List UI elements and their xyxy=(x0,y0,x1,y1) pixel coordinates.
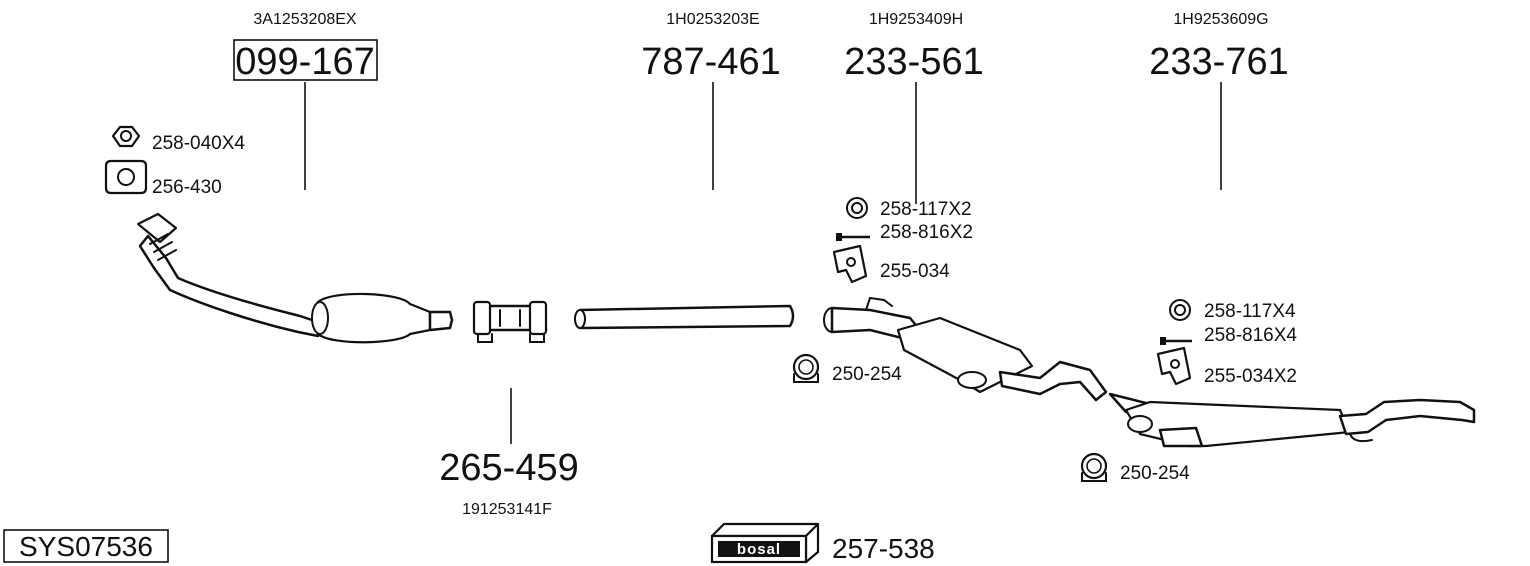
rear-silencer-part-number[interactable]: 233-761 xyxy=(1149,41,1288,83)
rear-silencer-group: 1H9253609G 233-761 258-117X4 258-816X4 2… xyxy=(1080,11,1476,484)
cat-nut-label[interactable]: 258-040X4 xyxy=(152,133,245,154)
front-hanger-label[interactable]: 255-034 xyxy=(880,261,950,282)
bosal-box-icon: bosal xyxy=(710,522,820,564)
system-code-group: SYS07536 xyxy=(3,529,169,563)
catalyst-oem-number: 3A1253208EX xyxy=(253,11,357,28)
rear-hanger-label[interactable]: 255-034X2 xyxy=(1204,366,1297,387)
gasket-icon xyxy=(104,159,148,195)
front-silencer-part-number[interactable]: 233-561 xyxy=(844,41,983,83)
pipe-clamp-icon xyxy=(1080,452,1108,482)
front-bolt-label[interactable]: 258-816X2 xyxy=(880,222,973,243)
catalyst-group: 3A1253208EX 099-167 258-040X4 256-430 xyxy=(104,11,454,344)
middle-pipe-oem-number: 1H0253203E xyxy=(666,11,759,28)
brand-logo-text: bosal xyxy=(737,541,781,558)
rear-silencer-drawing xyxy=(1108,392,1476,448)
ring-icon xyxy=(846,197,868,219)
system-code: SYS07536 xyxy=(19,531,153,562)
bolt-icon xyxy=(1160,337,1192,345)
ring-icon xyxy=(1169,299,1191,321)
bolt-icon xyxy=(836,233,870,241)
middle-pipe-part-number[interactable]: 787-461 xyxy=(641,41,780,83)
cat-gasket-label[interactable]: 256-430 xyxy=(152,177,222,198)
rear-ring-label[interactable]: 258-117X4 xyxy=(1204,301,1296,322)
front-silencer-oem-number: 1H9253409H xyxy=(869,11,963,28)
front-ring-label[interactable]: 258-117X2 xyxy=(880,199,972,220)
front-clamp-label[interactable]: 250-254 xyxy=(832,364,902,385)
catalyst-number-box xyxy=(233,39,378,81)
front-silencer-group: 1H9253409H 233-561 258-117X2 258-816X2 2… xyxy=(792,11,1108,402)
system-code-box xyxy=(3,529,169,563)
assembly-paste-group: bosal 257-538 xyxy=(710,522,935,564)
clamp-drawing xyxy=(472,300,548,343)
clamp-group: 265-459 191253141F xyxy=(439,300,579,518)
rear-silencer-oem-number: 1H9253609G xyxy=(1173,11,1268,28)
hanger-icon xyxy=(1156,346,1192,386)
clamp-oem-number: 191253141F xyxy=(462,501,552,518)
middle-pipe-drawing xyxy=(574,304,795,330)
middle-pipe-group: 1H0253203E 787-461 xyxy=(574,11,795,330)
assembly-paste-label[interactable]: 257-538 xyxy=(832,533,935,564)
clamp-part-number[interactable]: 265-459 xyxy=(439,447,578,489)
front-silencer-drawing xyxy=(823,296,1108,402)
rear-clamp-label[interactable]: 250-254 xyxy=(1120,463,1190,484)
pipe-clamp-icon xyxy=(792,353,820,383)
rear-bolt-label[interactable]: 258-816X4 xyxy=(1204,325,1297,346)
catalyst-drawing xyxy=(136,212,454,344)
catalyst-part-number[interactable]: 099-167 xyxy=(235,41,374,83)
nut-icon xyxy=(111,125,141,148)
hanger-icon xyxy=(832,244,868,284)
